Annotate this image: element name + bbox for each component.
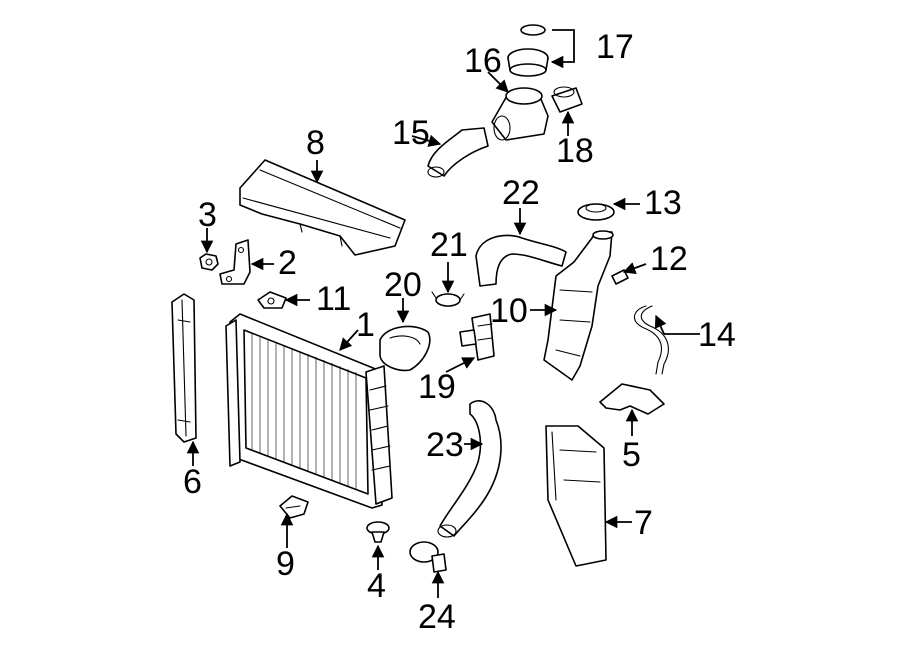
part-24-hose-clamp bbox=[409, 541, 447, 573]
part-13-reservoir-cap bbox=[577, 203, 615, 221]
part-4-push-pin bbox=[366, 521, 390, 543]
callout-22: 22 bbox=[502, 174, 540, 212]
callout-1: 1 bbox=[356, 306, 375, 344]
callout-4: 4 bbox=[367, 567, 386, 605]
part-1-radiator bbox=[225, 313, 393, 509]
leader-lines bbox=[186, 29, 700, 598]
callout-9: 9 bbox=[276, 545, 295, 583]
callout-21: 21 bbox=[430, 226, 468, 264]
part-19-thermostat-housing bbox=[459, 313, 495, 361]
callout-20: 20 bbox=[384, 266, 422, 304]
callout-14: 14 bbox=[698, 316, 736, 354]
callout-18: 18 bbox=[556, 132, 594, 170]
callout-numbers: 1 2 3 4 5 6 7 8 9 10 11 12 13 14 15 16 1… bbox=[183, 28, 736, 636]
part-20-hose bbox=[379, 325, 431, 372]
callout-11: 11 bbox=[316, 280, 351, 318]
part-3-bolt bbox=[199, 253, 219, 271]
part-10-coolant-reservoir bbox=[543, 230, 614, 381]
part-2-bracket bbox=[219, 239, 251, 285]
part-11-clip bbox=[257, 291, 287, 309]
callout-12: 12 bbox=[650, 240, 688, 278]
callout-19: 19 bbox=[418, 368, 456, 406]
part-6-side-seal bbox=[171, 293, 197, 443]
callout-7: 7 bbox=[634, 504, 653, 542]
part-14-hose bbox=[633, 305, 669, 375]
part-16-filler-neck bbox=[491, 87, 549, 141]
callout-3: 3 bbox=[198, 196, 217, 234]
part-23-lower-hose bbox=[437, 400, 502, 538]
callout-6: 6 bbox=[183, 463, 202, 501]
part-5-bracket bbox=[599, 383, 665, 415]
part-21-clamp bbox=[431, 291, 465, 307]
callout-17: 17 bbox=[596, 28, 634, 66]
callout-10: 10 bbox=[490, 292, 528, 330]
part-22-hose bbox=[475, 234, 567, 287]
part-9-sensor bbox=[279, 495, 309, 519]
part-18-hose bbox=[551, 86, 583, 113]
callout-16: 16 bbox=[464, 42, 502, 80]
callout-24: 24 bbox=[418, 598, 456, 636]
callout-2: 2 bbox=[278, 244, 297, 282]
callout-5: 5 bbox=[622, 436, 641, 474]
part-17-cap bbox=[507, 24, 549, 77]
callout-23: 23 bbox=[426, 426, 464, 464]
radiator-fins bbox=[251, 333, 357, 490]
part-7-side-baffle bbox=[545, 425, 607, 567]
part-8-air-baffle bbox=[239, 159, 406, 256]
callout-13: 13 bbox=[644, 184, 682, 222]
callout-8: 8 bbox=[306, 124, 325, 162]
callout-15: 15 bbox=[392, 114, 430, 152]
part-15-hose bbox=[427, 127, 489, 178]
